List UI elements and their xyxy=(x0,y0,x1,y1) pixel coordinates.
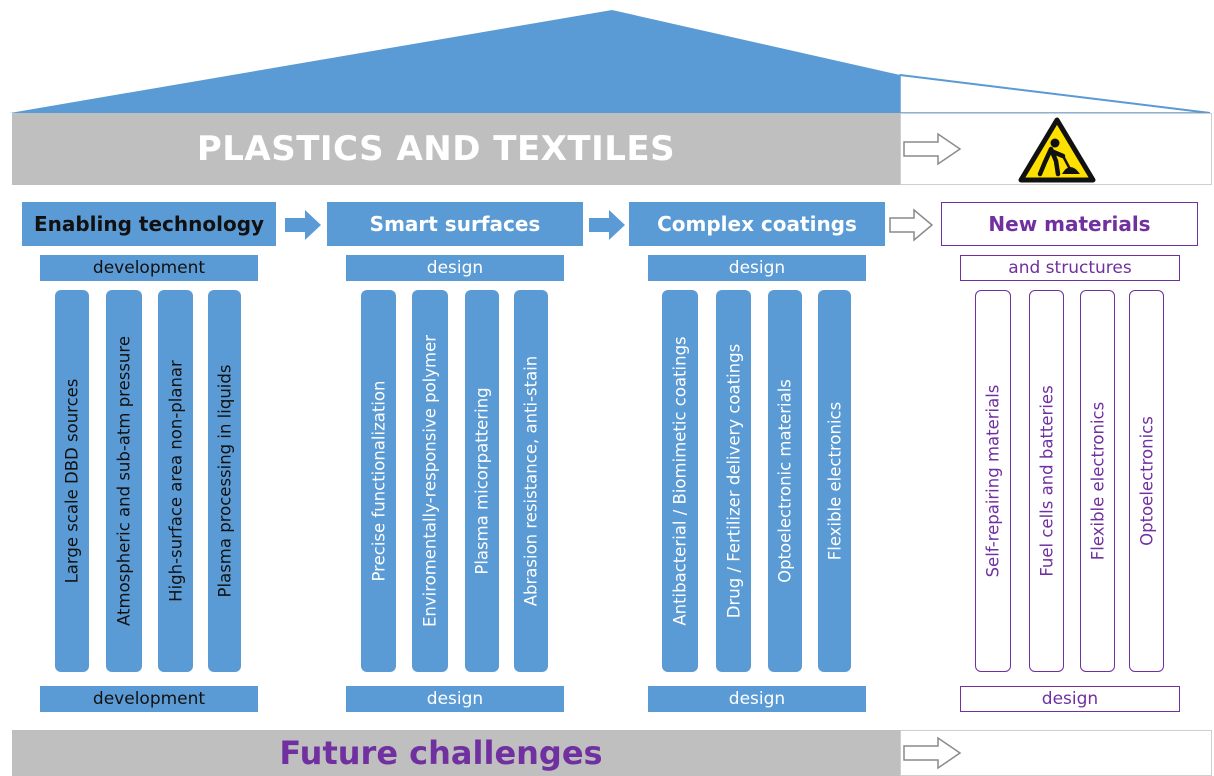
column-header-smart-surfaces: Smart surfaces xyxy=(327,202,583,246)
pillar-label: Precise functionalization xyxy=(369,380,388,582)
pillar-label: Abrasion resistance, anti-stain xyxy=(521,355,541,607)
pillar-label: High-surface area non-planar xyxy=(166,360,185,602)
pillar: Abrasion resistance, anti-stain xyxy=(514,290,548,672)
pillar-label: Large scale DBD sources xyxy=(62,378,82,584)
pillar: Self-repairing materials xyxy=(975,290,1011,672)
pillar-label: Plasma micorpattering xyxy=(472,387,492,575)
pillar: Optoelectronic materials xyxy=(768,290,802,672)
outline-arrow-icon xyxy=(903,736,962,770)
column-1-bottom-label: design xyxy=(346,686,564,712)
pillar: Plasma processing in liquids xyxy=(208,290,241,672)
bottom-banner-title: Future challenges xyxy=(12,730,900,776)
pillar: Flexible electronics xyxy=(1080,290,1115,672)
outline-arrow-icon xyxy=(903,132,962,166)
blue-arrow-icon xyxy=(285,210,321,240)
column-0-top-label: development xyxy=(40,255,258,281)
pillar: Optoelectronics xyxy=(1129,290,1164,672)
pillar: Plasma micorpattering xyxy=(465,290,499,672)
pillar: Large scale DBD sources xyxy=(55,290,89,672)
pillar: Fuel cells and batteries xyxy=(1029,290,1064,672)
pillar: Flexible electronics xyxy=(818,290,851,672)
column-2-top-label: design xyxy=(648,255,866,281)
pillar-label: Self-repairing materials xyxy=(983,384,1003,578)
outline-arrow-icon xyxy=(889,208,934,242)
column-header-complex-coatings: Complex coatings xyxy=(629,202,885,246)
pillar-label: Antibacterial / Biomimetic coatings xyxy=(670,336,690,626)
pillar-label: Drug / Fertilizer delivery coatings xyxy=(724,343,743,619)
column-2-bottom-label: design xyxy=(648,686,866,712)
column-3-top-label: and structures xyxy=(960,255,1180,281)
blue-arrow-icon xyxy=(589,210,625,240)
column-3-bottom-label: design xyxy=(960,686,1180,712)
pillar-label: Optoelectronics xyxy=(1137,416,1156,546)
pillar-label: Optoelectronic materials xyxy=(775,379,795,583)
pillar: High-surface area non-planar xyxy=(158,290,193,672)
pillar-label: Fuel cells and batteries xyxy=(1037,385,1056,577)
pillar: Enviromentally-responsive polymer xyxy=(412,290,448,672)
pillar: Precise functionalization xyxy=(361,290,396,672)
roof xyxy=(10,10,1211,114)
column-header-new-materials: New materials xyxy=(941,202,1198,246)
top-banner-title: PLASTICS AND TEXTILES xyxy=(12,113,900,185)
column-0-bottom-label: development xyxy=(40,686,258,712)
pillar: Antibacterial / Biomimetic coatings xyxy=(662,290,698,672)
pillar-label: Flexible electronics xyxy=(825,401,844,561)
column-1-top-label: design xyxy=(346,255,564,281)
pillar-label: Atmospheric and sub-atm pressure xyxy=(114,336,134,626)
pillar-label: Plasma processing in liquids xyxy=(215,364,234,598)
pillar-label: Flexible electronics xyxy=(1088,401,1107,561)
pillar: Drug / Fertilizer delivery coatings xyxy=(716,290,751,672)
warning-worker-sign-icon xyxy=(1018,117,1096,183)
pillar: Atmospheric and sub-atm pressure xyxy=(106,290,142,672)
pillar-label: Enviromentally-responsive polymer xyxy=(420,334,440,628)
column-header-enabling-technology: Enabling technology xyxy=(22,202,276,246)
